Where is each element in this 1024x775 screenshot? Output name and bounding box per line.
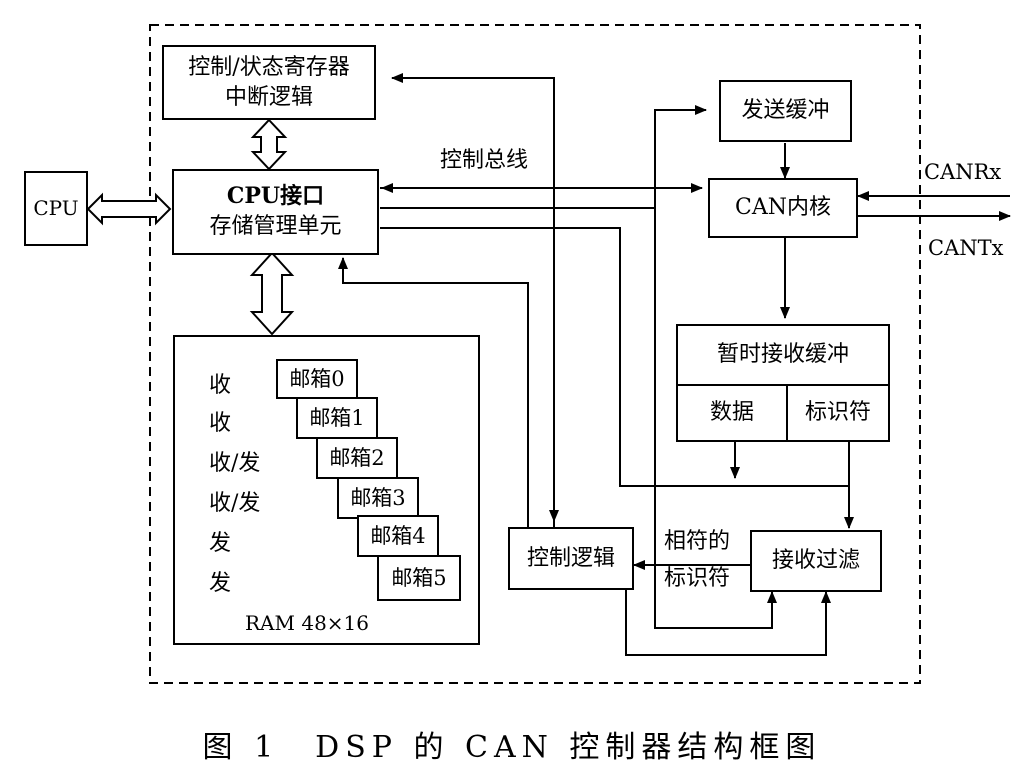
- ram-direction-1: 收: [209, 411, 232, 436]
- feedback-loop-2: [625, 590, 831, 656]
- mailbox-3: 邮箱3: [337, 477, 419, 519]
- ram-bus-arrow: [249, 251, 295, 336]
- ram-direction-4: 发: [209, 531, 232, 556]
- mailbox-2: 邮箱2: [316, 437, 398, 479]
- control-logic-label: 控制逻辑: [526, 545, 615, 571]
- can-core-box: CAN内核: [708, 178, 858, 238]
- cpu-label: CPU: [33, 196, 79, 220]
- cpu-to-filter-line: [380, 227, 849, 487]
- ram-direction-0: 收: [209, 373, 232, 398]
- cpu-interface-box: CPU接口 存储管理单元: [172, 169, 379, 255]
- cpu-box: CPU: [24, 171, 88, 246]
- dsp-boundary: [149, 24, 921, 684]
- can-core-label: CAN内核: [735, 195, 831, 221]
- figure-caption: 图 1 DSP 的 CAN 控制器结构框图: [202, 730, 822, 765]
- rx-filter-box: 接收过滤: [750, 530, 882, 592]
- ram-direction-2: 收/发: [209, 451, 261, 476]
- matching-id-label-1: 相符的: [664, 529, 731, 554]
- tx-buffer-box: 发送缓冲: [719, 80, 852, 142]
- control-status-register-box: 控制/状态寄存器 中断逻辑: [162, 45, 376, 120]
- cantx-label: CANTx: [928, 236, 1004, 260]
- reg-bus-arrow: [250, 118, 288, 171]
- feedback-loop-1: [654, 208, 777, 629]
- mailbox-4: 邮箱4: [357, 515, 439, 557]
- cpu-bus-arrow: [86, 192, 172, 226]
- rx-filter-label: 接收过滤: [771, 548, 860, 574]
- mailbox-0: 邮箱0: [276, 359, 358, 399]
- temp-rx-buffer-box: 暂时接收缓冲 数据 标识符: [676, 324, 890, 442]
- ctrl-to-cpu-line: [338, 257, 529, 527]
- identifier-field: 标识符: [804, 400, 871, 426]
- temp-rx-buffer-title: 暂时接收缓冲: [678, 326, 888, 386]
- control-bus-label: 控制总线: [440, 148, 529, 173]
- ram-direction-5: 发: [209, 571, 232, 596]
- tx-path-line: [380, 105, 707, 209]
- matching-id-label-2: 标识符: [664, 566, 731, 591]
- control-status-register-label: 控制/状态寄存器: [188, 54, 350, 80]
- tx-buffer-label: 发送缓冲: [741, 98, 830, 124]
- data-field: 数据: [678, 386, 788, 440]
- control-logic-box: 控制逻辑: [508, 527, 634, 590]
- canrx-label: CANRx: [924, 160, 1002, 184]
- cpu-interface-label: CPU接口: [226, 183, 325, 210]
- ram-size-label: RAM 48×16: [245, 611, 369, 635]
- ram-box: 收 收 收/发 收/发 发 发 邮箱0 邮箱1 邮箱2 邮箱3 邮箱4 邮箱5 …: [173, 335, 480, 645]
- mailbox-1: 邮箱1: [296, 397, 378, 439]
- interrupt-logic-label: 中断逻辑: [224, 84, 313, 110]
- mailbox-5: 邮箱5: [377, 555, 461, 601]
- memory-management-label: 存储管理单元: [209, 214, 342, 239]
- ram-direction-3: 收/发: [209, 491, 261, 516]
